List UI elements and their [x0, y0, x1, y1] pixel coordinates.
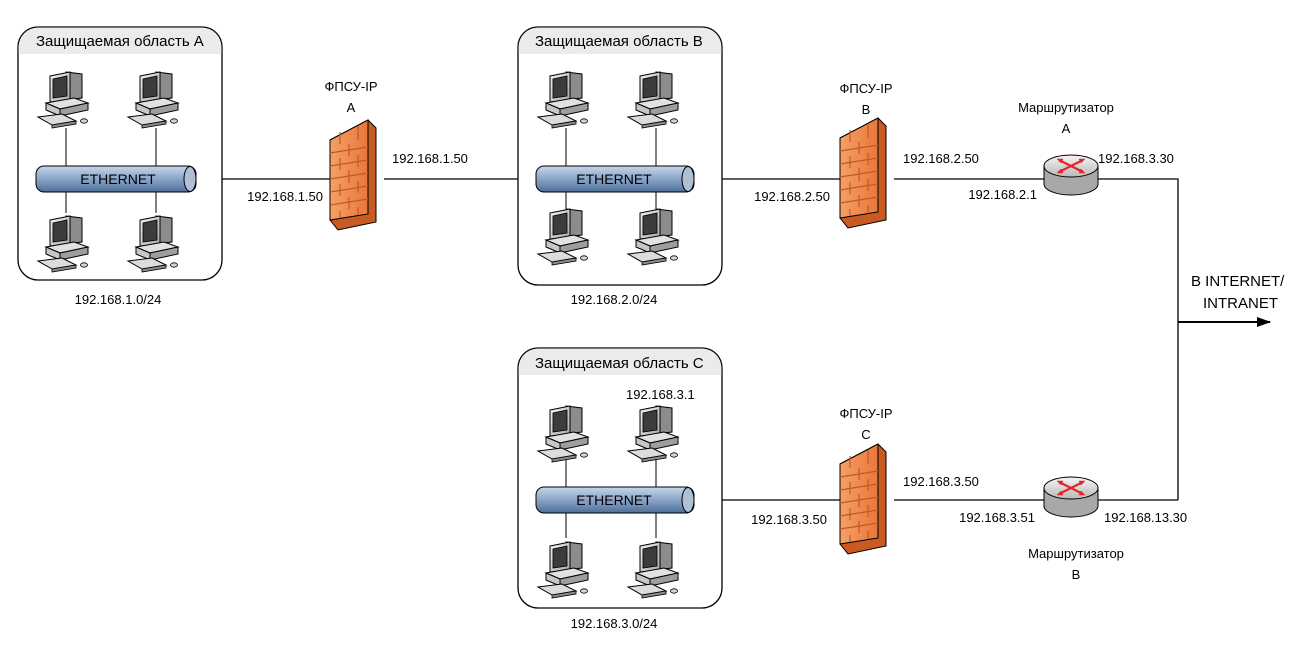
ethernet-bus-a: ETHERNET — [35, 165, 197, 193]
area-a-frame — [17, 26, 223, 281]
router-b: Маршрутизатор B 192.168.3.51 192.168.13.… — [959, 475, 1187, 582]
firewall-c-name: ФПСУ-IP — [839, 406, 892, 421]
firewall-c-ip-out: 192.168.3.50 — [903, 474, 979, 489]
area-a-subnet: 192.168.1.0/24 — [75, 292, 162, 307]
firewall-b-letter: B — [862, 102, 871, 117]
ethernet-bus-c: ETHERNET — [535, 486, 695, 514]
area-a-header — [18, 27, 222, 54]
router-b-letter: B — [1072, 567, 1081, 582]
firewall-c-ip-in: 192.168.3.50 — [751, 512, 827, 527]
host-ip-label: 192.168.3.1 — [626, 387, 695, 402]
router-icon — [1042, 475, 1100, 519]
protected-area-b: Защищаемая область B ETHERNET 192.168.2.… — [517, 26, 723, 307]
protected-area-a: Защищаемая область A ETHERNET 192.168.1.… — [17, 26, 223, 307]
area-c-subnet: 192.168.3.0/24 — [571, 616, 658, 631]
router-icon — [1042, 153, 1100, 197]
ethernet-label: ETHERNET — [80, 171, 156, 187]
firewall-c-letter: C — [861, 427, 870, 442]
connection-lines — [196, 178, 1271, 501]
area-b-header — [518, 27, 722, 54]
internet-label-line1: В INTERNET/ — [1191, 273, 1285, 290]
firewall-icon — [329, 119, 377, 231]
protected-area-c: Защищаемая область C 192.168.3.1 ETHERNE… — [517, 347, 723, 631]
firewall-a: ФПСУ-IP A 192.168.1.50 192.168.1.50 — [247, 79, 468, 231]
router-a-ip-out: 192.168.3.30 — [1098, 151, 1174, 166]
ethernet-label: ETHERNET — [576, 171, 652, 187]
router-a-letter: A — [1062, 121, 1071, 136]
firewall-b-name: ФПСУ-IP — [839, 81, 892, 96]
firewall-b-ip-out: 192.168.2.50 — [903, 151, 979, 166]
firewall-b: ФПСУ-IP B 192.168.2.50 192.168.2.50 — [754, 81, 979, 229]
internet-label-line2: INTRANET — [1203, 295, 1278, 312]
area-c-header — [518, 348, 722, 375]
link-router-a-to-uplink — [1096, 178, 1179, 500]
firewall-icon — [839, 443, 887, 555]
firewall-b-ip-in: 192.168.2.50 — [754, 189, 830, 204]
area-b-subnet: 192.168.2.0/24 — [571, 292, 658, 307]
router-b-ip-in: 192.168.3.51 — [959, 510, 1035, 525]
router-a-ip-in: 192.168.2.1 — [968, 187, 1037, 202]
area-b-title: Защищаемая область B — [535, 33, 703, 50]
ethernet-bus-b: ETHERNET — [535, 165, 695, 193]
firewall-a-ip-out: 192.168.1.50 — [392, 151, 468, 166]
router-a: Маршрутизатор A 192.168.2.1 192.168.3.30 — [968, 100, 1174, 202]
firewall-c: ФПСУ-IP C 192.168.3.50 192.168.3.50 — [751, 406, 979, 555]
internet-label: В INTERNET/ INTRANET — [1191, 273, 1285, 312]
ethernet-label: ETHERNET — [576, 492, 652, 508]
area-a-title: Защищаемая область A — [36, 33, 204, 50]
firewall-a-name: ФПСУ-IP — [324, 79, 377, 94]
area-c-title: Защищаемая область C — [535, 355, 704, 372]
firewall-icon — [839, 117, 887, 229]
router-b-ip-out: 192.168.13.30 — [1104, 510, 1187, 525]
router-a-name: Маршрутизатор — [1018, 100, 1114, 115]
router-b-name: Маршрутизатор — [1028, 546, 1124, 561]
firewall-a-ip-in: 192.168.1.50 — [247, 189, 323, 204]
firewall-a-letter: A — [347, 100, 356, 115]
